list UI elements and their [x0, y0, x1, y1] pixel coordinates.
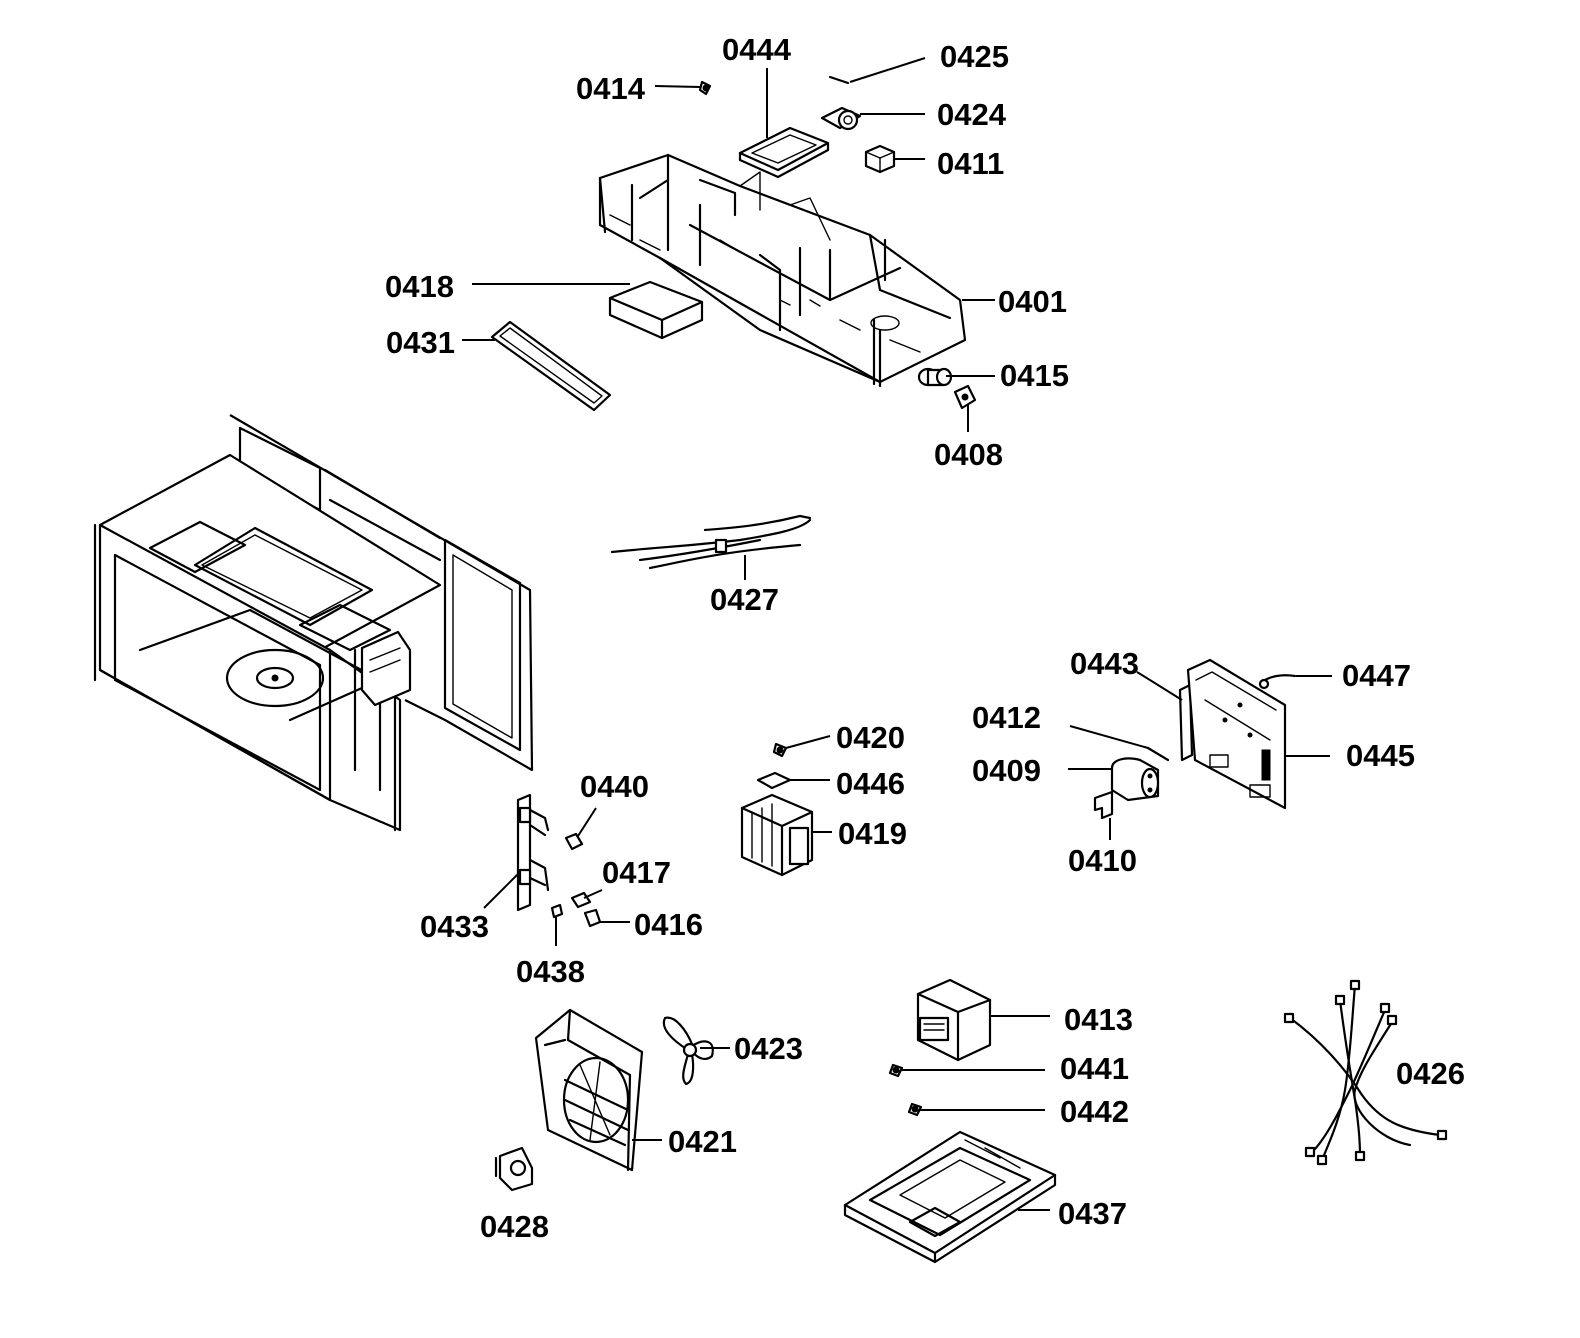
part-0421-drawing [534, 1008, 644, 1172]
cavity-assembly-drawing [93, 414, 534, 832]
part-0410-drawing [1093, 790, 1114, 820]
label-0421: 0421 [668, 1124, 737, 1159]
leader-0412 [1069, 725, 1149, 749]
part-0438-drawing [550, 903, 564, 919]
label-0410: 0410 [1068, 843, 1137, 878]
leader-0443 [1136, 671, 1183, 701]
label-0431: 0431 [386, 325, 455, 360]
label-0441: 0441 [1060, 1051, 1129, 1086]
part-0440-drawing [564, 832, 584, 851]
label-0423: 0423 [734, 1031, 803, 1066]
part-labels: 0444 0425 0414 0424 0411 0418 0401 0431 … [385, 32, 1465, 1244]
label-0427: 0427 [710, 582, 779, 617]
label-0437: 0437 [1058, 1196, 1127, 1231]
label-0440: 0440 [580, 769, 649, 804]
part-0416-drawing [583, 908, 602, 928]
label-0408: 0408 [934, 437, 1003, 472]
leader-0414 [654, 85, 701, 88]
label-0417: 0417 [602, 855, 671, 890]
part-0414-drawing [698, 80, 712, 96]
part-0426-drawing [1283, 979, 1448, 1166]
part-0446-drawing [756, 771, 792, 790]
label-0425: 0425 [940, 39, 1009, 74]
leader-0420 [785, 735, 831, 749]
label-0409: 0409 [972, 753, 1041, 788]
part-0415-drawing [917, 367, 953, 387]
label-0420: 0420 [836, 720, 905, 755]
part-0442-drawing [907, 1102, 923, 1117]
label-0446: 0446 [836, 766, 905, 801]
label-0415: 0415 [1000, 358, 1069, 393]
leader-0433 [483, 871, 521, 909]
label-0424: 0424 [937, 97, 1007, 132]
part-0444-drawing [738, 126, 830, 179]
label-0401: 0401 [998, 284, 1067, 319]
part-0420-drawing [772, 742, 788, 758]
label-0419: 0419 [838, 816, 907, 851]
label-0412: 0412 [972, 700, 1041, 735]
label-0443: 0443 [1070, 646, 1139, 681]
part-0418-drawing [608, 280, 704, 340]
label-0414: 0414 [576, 71, 646, 106]
part-0431-drawing [490, 320, 612, 412]
part-0419-drawing [740, 793, 814, 877]
part-0417-drawing [570, 891, 592, 909]
part-0433-drawing [516, 793, 550, 912]
part-0447-drawing [1258, 674, 1297, 690]
leader-0425 [849, 57, 926, 83]
label-0416: 0416 [634, 907, 703, 942]
part-0409-drawing [1110, 757, 1160, 802]
part-0441-drawing [888, 1063, 904, 1078]
label-0445: 0445 [1346, 738, 1415, 773]
leader-lines [462, 57, 1332, 1211]
part-0428-drawing [494, 1146, 534, 1192]
part-0423-drawing [662, 1016, 714, 1086]
label-0438: 0438 [516, 954, 585, 989]
label-0426: 0426 [1396, 1056, 1465, 1091]
part-0445-drawing [1186, 658, 1287, 810]
label-0444: 0444 [722, 32, 792, 67]
part-0412-drawing [1146, 746, 1170, 762]
label-0428: 0428 [480, 1209, 549, 1244]
leader-0417 [583, 889, 603, 899]
part-0401-drawing [598, 153, 967, 388]
leader-0440 [577, 807, 597, 837]
label-0411: 0411 [937, 146, 1004, 181]
part-0437-drawing [843, 1130, 1057, 1264]
part-0408-drawing [953, 384, 977, 410]
label-0433: 0433 [420, 909, 489, 944]
label-0418: 0418 [385, 269, 454, 304]
part-0413-drawing [916, 978, 992, 1062]
label-0442: 0442 [1060, 1094, 1129, 1129]
label-0447: 0447 [1342, 658, 1411, 693]
label-0413: 0413 [1064, 1002, 1133, 1037]
part-0443-drawing [1178, 683, 1194, 762]
part-0411-drawing [864, 144, 896, 174]
part-0424-drawing [820, 106, 862, 131]
part-0427-drawing [610, 514, 812, 570]
part-0425-drawing [828, 75, 850, 85]
